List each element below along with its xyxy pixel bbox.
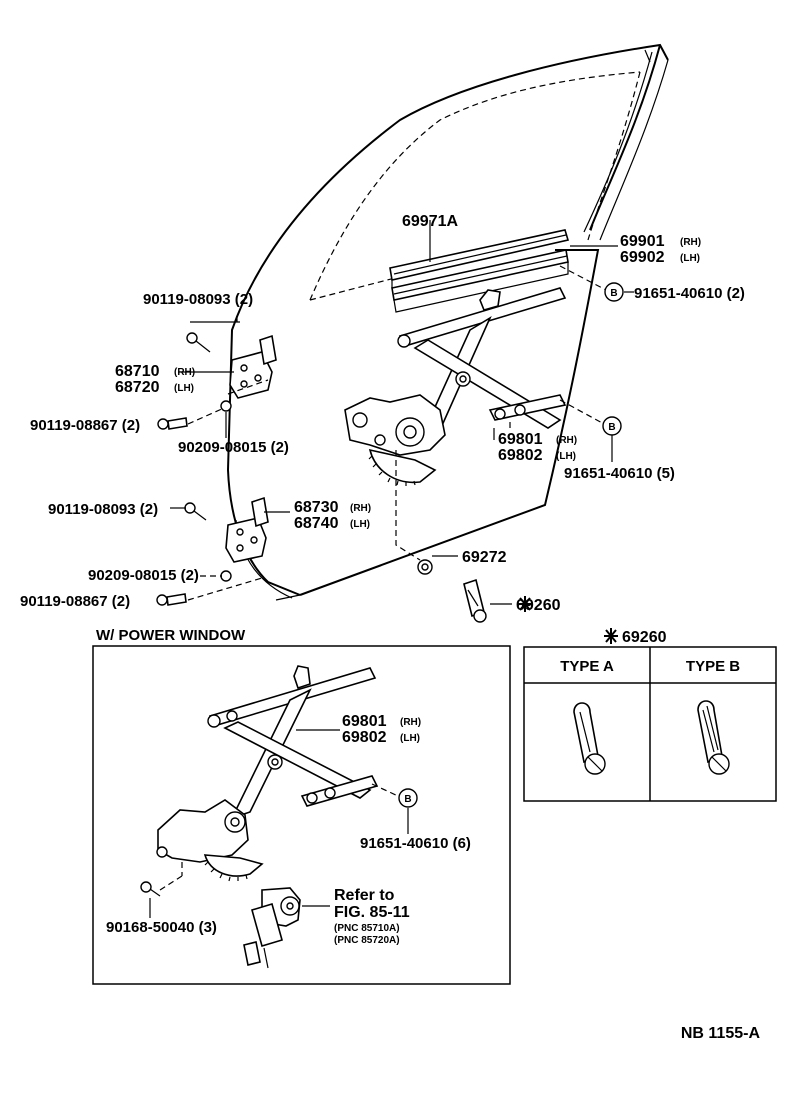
- label-90119-08867-lower: 90119-08867 (2): [20, 593, 130, 610]
- svg-text:B: B: [610, 288, 617, 299]
- label-90119-08093-upper: 90119-08093 (2): [143, 291, 253, 308]
- svg-text:(RH): (RH): [556, 435, 577, 446]
- asterisk-icon: [604, 628, 618, 644]
- label-pw-90168: 90168-50040 (3): [106, 919, 217, 936]
- label-pw-69801: 69801: [342, 713, 387, 730]
- label-90119-08093-lower: 90119-08093 (2): [48, 501, 158, 518]
- figure-code: NB 1155-A: [681, 1025, 761, 1042]
- types-table-title: 69260: [622, 629, 667, 646]
- label-69802: 69802: [498, 447, 543, 464]
- svg-text:(LH): (LH): [350, 519, 370, 530]
- glass-run-channel: [389, 229, 570, 313]
- label-91651-5: 91651-40610 (5): [564, 465, 675, 482]
- label-90119-08867-upper: 90119-08867 (2): [30, 417, 140, 434]
- bolt-90168-50040: [140, 881, 161, 897]
- power-window-heading: W/ POWER WINDOW: [96, 627, 246, 644]
- svg-text:(RH): (RH): [400, 717, 421, 728]
- label-91651-2: 91651-40610 (2): [634, 285, 745, 302]
- label-69901: 69901: [620, 233, 665, 250]
- bolt-90119-08093-upper: [186, 332, 211, 353]
- leader-lines: [170, 220, 634, 605]
- type-a-header: TYPE A: [560, 658, 614, 675]
- handle-type-b-illustration: [697, 700, 730, 775]
- bolt-90119-08093-lower: [184, 502, 207, 521]
- b-marker-1: B: [604, 282, 624, 302]
- nut-90209-08015-upper: [220, 400, 232, 412]
- nut-69272: [417, 559, 433, 575]
- label-pw-69802: 69802: [342, 729, 387, 746]
- label-69902: 69902: [620, 249, 665, 266]
- label-69801: 69801: [498, 431, 543, 448]
- nut-90209-08015-lower: [220, 570, 232, 582]
- window-regulator-power: [156, 665, 379, 882]
- power-window-motor: [243, 887, 301, 969]
- svg-text:B: B: [608, 422, 615, 433]
- svg-text:(LH): (LH): [680, 253, 700, 264]
- power-window-section: W/ POWER WINDOW: [92, 627, 511, 985]
- bolt-90119-08867-upper: [157, 417, 188, 430]
- label-pnc-85720a: (PNC 85720A): [334, 935, 400, 946]
- label-69971a: 69971A: [402, 213, 458, 230]
- svg-text:(RH): (RH): [680, 237, 701, 248]
- svg-text:(LH): (LH): [174, 383, 194, 394]
- b-marker-3: B: [398, 788, 418, 808]
- handle-69260: [463, 578, 487, 623]
- door-hinge-upper: [229, 334, 277, 399]
- label-69272: 69272: [462, 549, 507, 566]
- svg-text:(RH): (RH): [350, 503, 371, 514]
- handle-type-a-illustration: [573, 702, 606, 775]
- door-hinge-lower: [225, 496, 269, 563]
- b-marker-2: B: [602, 416, 622, 436]
- label-fig-85-11: FIG. 85-11: [334, 904, 410, 921]
- window-regulator-manual: [344, 287, 567, 486]
- label-pnc-85710a: (PNC 85710A): [334, 923, 400, 934]
- type-b-header: TYPE B: [686, 658, 740, 675]
- svg-text:(RH): (RH): [174, 367, 195, 378]
- handle-types-table: 69260 TYPE A TYPE B: [523, 628, 777, 802]
- label-68730: 68730: [294, 499, 339, 516]
- label-68720: 68720: [115, 379, 160, 396]
- svg-text:(LH): (LH): [400, 733, 420, 744]
- asterisk-icon: [518, 596, 532, 612]
- label-90209-08015-upper: 90209-08015 (2): [178, 439, 289, 456]
- label-90209-08015-lower: 90209-08015 (2): [88, 567, 199, 584]
- svg-text:(LH): (LH): [556, 451, 576, 462]
- label-pw-91651-6: 91651-40610 (6): [360, 835, 471, 852]
- label-68710: 68710: [115, 363, 160, 380]
- bolt-90119-08867-lower: [156, 593, 187, 606]
- label-68740: 68740: [294, 515, 339, 532]
- label-refer-to: Refer to: [334, 887, 395, 904]
- svg-text:B: B: [404, 794, 411, 805]
